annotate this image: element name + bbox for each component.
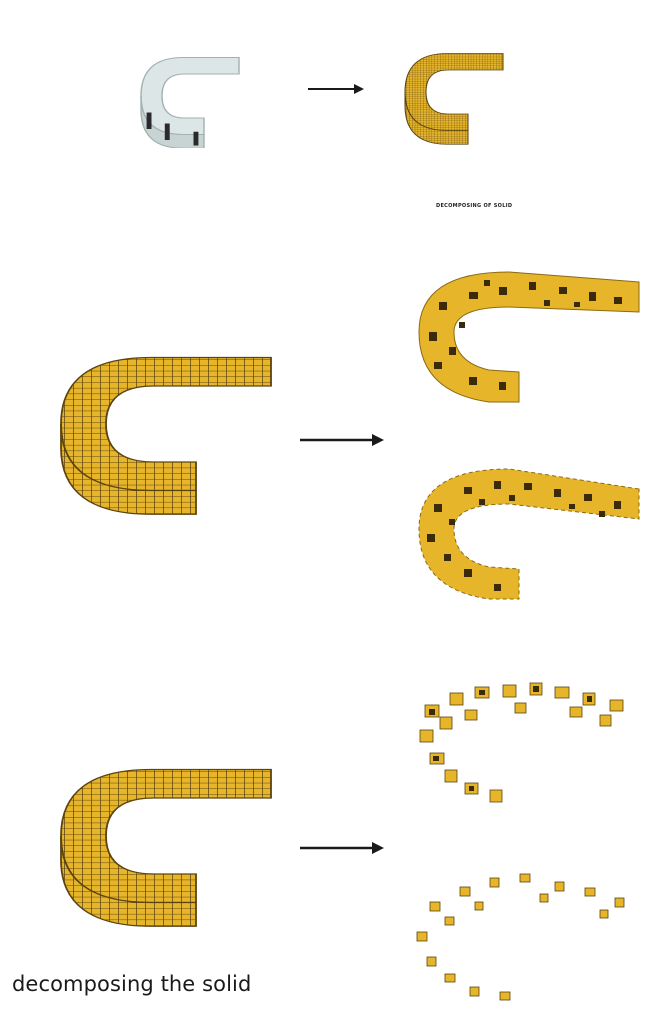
solid-arc-shape — [128, 38, 298, 148]
scattered-voxel-arc-1 — [405, 258, 645, 408]
scattered-voxel-arc-3 — [405, 665, 645, 815]
caption: decomposing the solid — [12, 972, 251, 996]
right-arrow-icon — [300, 840, 384, 856]
right-arrow-icon — [300, 432, 384, 448]
voxel-arc-shape — [392, 40, 562, 150]
voxel-arc-large-1 — [40, 340, 290, 520]
decomposing-label-small: DECOMPOSING OF SOLID — [436, 203, 512, 209]
right-arrow-icon — [308, 82, 364, 96]
scattered-voxel-arc-2 — [405, 455, 645, 605]
scattered-voxel-arc-4 — [405, 862, 645, 1012]
voxel-arc-large-2 — [40, 752, 290, 932]
